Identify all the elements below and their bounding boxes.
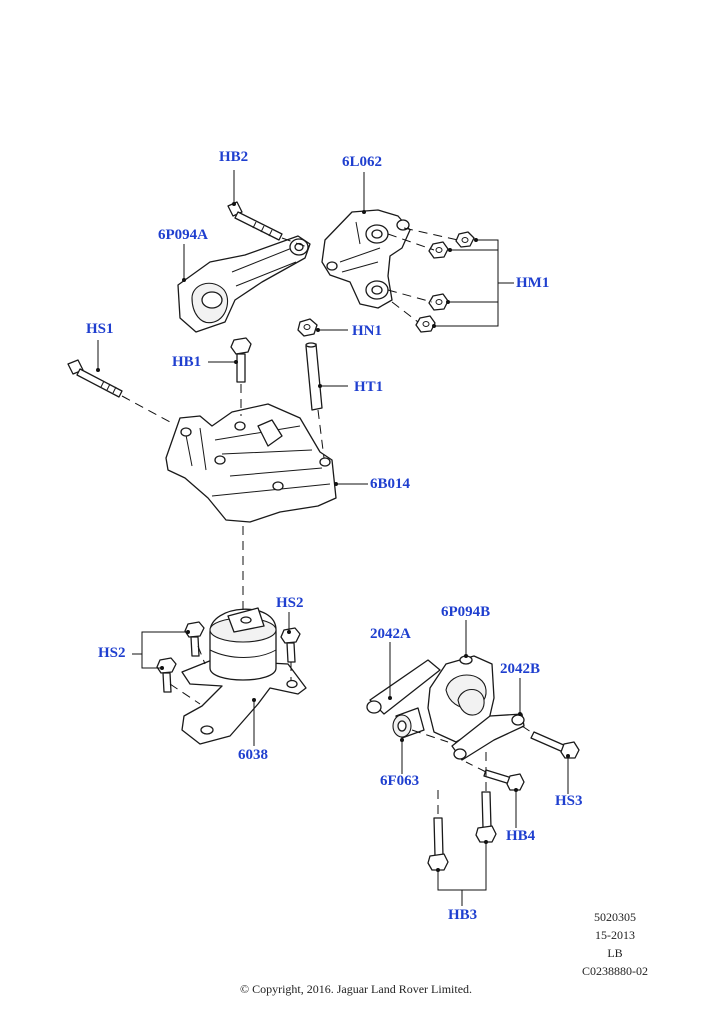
- stud-ht1: [305, 342, 323, 411]
- callout-hs2-left: HS2: [98, 645, 126, 661]
- callout-hs1: HS1: [86, 321, 114, 337]
- nut-hn1: [297, 318, 318, 337]
- bush-6f063: [392, 707, 425, 739]
- callout-hn1: HN1: [352, 323, 382, 339]
- engine-mount-6038: [181, 607, 307, 745]
- bolt-hs1: [67, 359, 123, 398]
- diagram-code-3: LB: [607, 946, 623, 960]
- bracket-6l062: [321, 209, 411, 309]
- diagram-code-2: 15-2013: [595, 928, 635, 942]
- nuts-hm1: [415, 231, 475, 333]
- callout-hs3: HS3: [555, 793, 583, 809]
- callout-2042b: 2042B: [500, 661, 541, 677]
- torque-rod-6p094a: [177, 235, 311, 333]
- callout-6p094b: 6P094B: [441, 604, 491, 620]
- callout-hb1: HB1: [172, 354, 202, 370]
- copyright-notice: © Copyright, 2016. Jaguar Land Rover Lim…: [239, 982, 473, 996]
- diagram-code-4: C0238880-02: [582, 964, 648, 978]
- bolts-hb3: [427, 791, 497, 871]
- callout-6p094a: 6P094A: [158, 227, 208, 243]
- bolt-hb2: [227, 201, 283, 241]
- bolt-hb1: [230, 337, 252, 383]
- callout-hb4: HB4: [506, 828, 536, 844]
- leader-lines: [96, 170, 570, 906]
- callout-hb2: HB2: [219, 149, 249, 165]
- mount-bracket-6b014: [165, 403, 337, 523]
- callout-6f063: 6F063: [380, 773, 420, 789]
- diagram-code-1: 5020305: [594, 910, 636, 924]
- assembly-lines: [121, 227, 535, 818]
- callout-2042a: 2042A: [370, 626, 411, 642]
- bolt-hs3: [530, 731, 580, 759]
- torque-rod-6p094b: [427, 655, 495, 743]
- callout-hm1: HM1: [516, 275, 550, 291]
- callout-hb3: HB3: [448, 907, 478, 923]
- link-2042b: [451, 713, 525, 761]
- link-2042a: [366, 659, 441, 715]
- callout-ht1: HT1: [354, 379, 384, 395]
- callout-hs2-right: HS2: [276, 595, 304, 611]
- callout-6038: 6038: [238, 747, 268, 763]
- callout-6b014: 6B014: [370, 476, 411, 492]
- callout-6l062: 6L062: [342, 154, 383, 170]
- bolt-hb4: [483, 769, 525, 791]
